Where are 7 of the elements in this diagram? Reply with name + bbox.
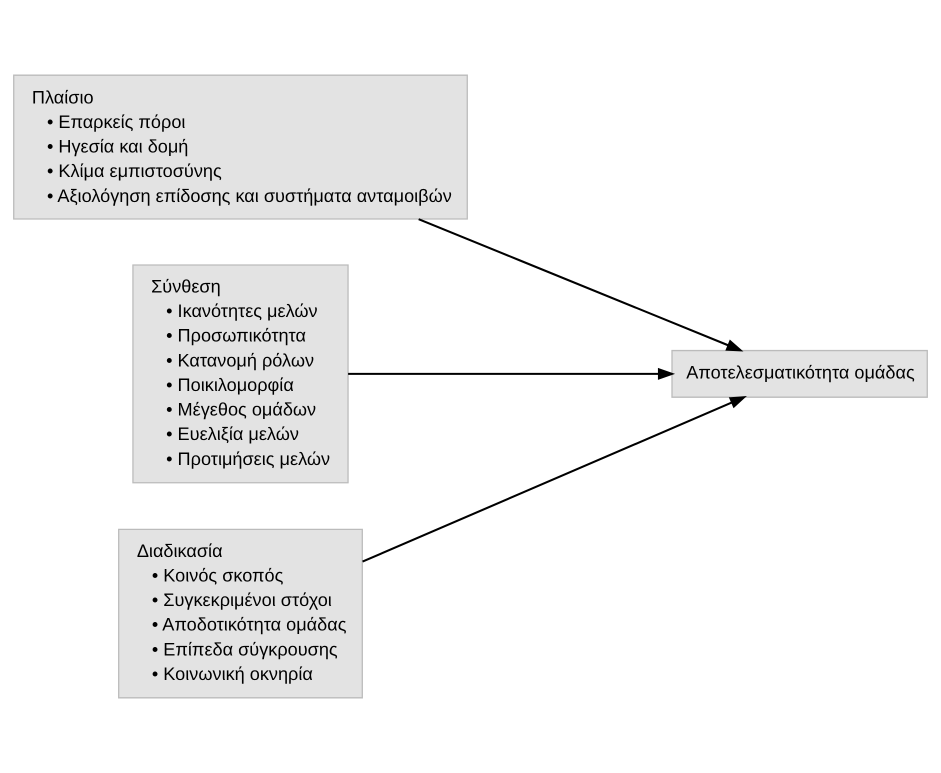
arrow: [348, 368, 676, 380]
arrow: [362, 396, 747, 563]
node-box: Πλαίσιο • Επαρκείς πόροι • Ηγεσία και δομή • Κλίμα εμπιστοσύνης • Αξιολόγηση επίδοσης και συστήματα ανταμοιβών: [13, 74, 468, 220]
node-box: Σύνθεση • Ικανότητες μελών • Προσωπικότητα • Κατανομή ρόλων • Ποικιλομορφία • Μέγεθος ομάδων • Ευελιξία μελών • Προτιμήσεις μελών: [132, 264, 349, 484]
node-box: Διαδικασία • Κοινός σκοπός • Συγκεκριμένοι στόχοι • Αποδοτικότητα ομάδας • Επίπεδα σύγκρουσης • Κοινωνική οκνηρία: [118, 528, 363, 698]
node-box: Αποτελεσματικότητα ομάδας: [671, 350, 928, 398]
arrow: [418, 218, 744, 352]
